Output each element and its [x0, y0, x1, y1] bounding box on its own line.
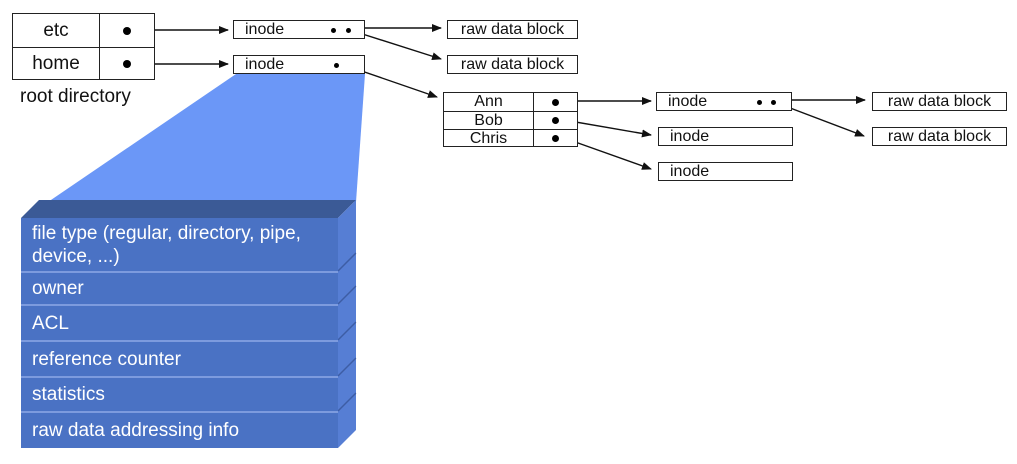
pointer-bullet: [552, 98, 559, 106]
pointer-dot: [346, 28, 351, 33]
directory-entry-name: Ann: [444, 93, 534, 111]
inode-field-statistics: statistics: [21, 376, 338, 411]
raw-data-block: raw data block: [447, 20, 578, 39]
directory-entry-name: Bob: [444, 112, 534, 129]
directory-entry-pointer-cell: [100, 48, 154, 79]
inode-box-chris: inode: [658, 162, 793, 181]
raw-data-block: raw data block: [872, 92, 1007, 111]
directory-entry-pointer-cell: [534, 130, 577, 147]
pointer-dot: [331, 28, 336, 33]
raw-data-block-label: raw data block: [887, 128, 992, 145]
directory-row-ann: Ann: [444, 93, 577, 111]
pointer-bullet: [123, 26, 131, 35]
directory-entry-pointer-cell: [100, 14, 154, 47]
inode-zoom-funnel: [48, 74, 365, 202]
inode-detail-box: file type (regular, directory, pipe, dev…: [21, 218, 338, 448]
raw-data-block-label: raw data block: [887, 93, 992, 110]
inode-label: inode: [670, 163, 710, 180]
inode-label: inode: [245, 56, 285, 73]
directory-entry-name: etc: [13, 14, 100, 47]
inode-label: inode: [668, 93, 708, 110]
inode-field-acl: ACL: [21, 304, 338, 340]
arrow-etc-inode-to-raw2: [352, 30, 442, 61]
raw-data-block-label: raw data block: [460, 56, 565, 73]
inode-box-bob: inode: [658, 127, 793, 146]
directory-row-bob: Bob: [444, 111, 577, 129]
inode-box-side-face: [338, 200, 356, 448]
directory-row-chris: Chris: [444, 129, 577, 147]
directory-entry-name: Chris: [444, 130, 534, 147]
inode-field-reference-counter: reference counter: [21, 340, 338, 376]
inode-field-owner: owner: [21, 271, 338, 304]
root-directory-caption: root directory: [20, 86, 131, 107]
inode-box-etc: inode: [233, 20, 365, 39]
directory-entry-pointer-cell: [534, 93, 577, 111]
inode-box-home: inode: [233, 55, 365, 74]
pointer-bullet: [123, 59, 131, 68]
inode-box-top-face: [21, 200, 356, 218]
inode-box-ann: inode: [656, 92, 792, 111]
arrow-chris-to-inode: [563, 137, 652, 170]
arrow-bob-to-inode: [563, 119, 652, 138]
side-face-separators: [337, 252, 357, 412]
pointer-dot: [757, 100, 762, 105]
pointer-dot: [771, 100, 776, 105]
directory-entry-name: home: [13, 48, 100, 79]
root-directory-table: etc home: [12, 13, 155, 80]
directory-row-home: home: [13, 47, 154, 79]
pointer-bullet: [552, 117, 559, 124]
inode-field-file-type: file type (regular, directory, pipe, dev…: [32, 222, 301, 267]
raw-data-block-label: raw data block: [460, 21, 565, 38]
inode-field-raw-data-addressing: raw data addressing info: [21, 411, 338, 448]
raw-data-block: raw data block: [872, 127, 1007, 146]
directory-row-etc: etc: [13, 14, 154, 47]
pointer-bullet: [552, 135, 559, 142]
inode-label: inode: [670, 128, 710, 145]
directory-entry-pointer-cell: [534, 112, 577, 129]
inode-label: inode: [245, 21, 285, 38]
pointer-dot: [334, 63, 339, 68]
raw-data-block: raw data block: [447, 55, 578, 74]
home-directory-table: Ann Bob Chris: [443, 92, 578, 147]
